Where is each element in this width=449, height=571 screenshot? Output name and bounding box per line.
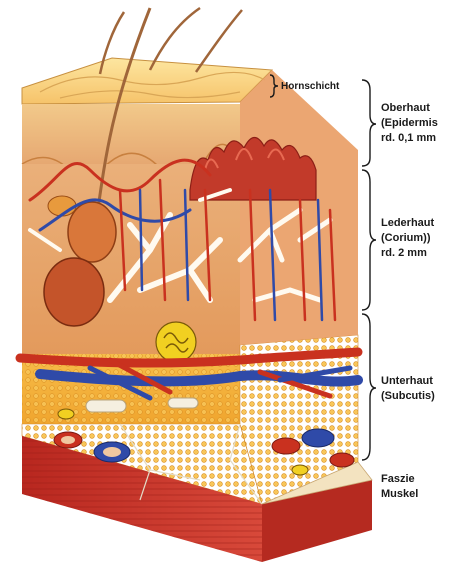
skin-surface-top bbox=[22, 58, 272, 104]
label-lederhaut-line-3: rd. 2 mm bbox=[381, 246, 434, 261]
hair-3 bbox=[196, 10, 242, 72]
label-unterhaut-line-1: Unterhaut bbox=[381, 374, 435, 389]
label-unterhaut-line-2: (Subcutis) bbox=[381, 389, 435, 404]
label-faszie: Faszie bbox=[381, 472, 418, 487]
label-oberhaut-line-2: (Epidermis bbox=[381, 116, 438, 131]
sweat-gland bbox=[156, 322, 196, 362]
label-oberhaut: Oberhaut (Epidermis rd. 0,1 mm bbox=[381, 101, 438, 146]
label-lederhaut-line-1: Lederhaut bbox=[381, 216, 434, 231]
label-lederhaut: Lederhaut (Corium)) rd. 2 mm bbox=[381, 216, 434, 261]
bracket-oberhaut bbox=[362, 80, 376, 166]
hair-follicle bbox=[68, 202, 116, 262]
hair-bulb bbox=[44, 258, 104, 326]
corium-right-face bbox=[240, 70, 358, 345]
bracket-lederhaut bbox=[362, 170, 376, 310]
bracket-unterhaut bbox=[362, 314, 376, 460]
label-lederhaut-line-2: (Corium)) bbox=[381, 231, 434, 246]
label-oberhaut-line-1: Oberhaut bbox=[381, 101, 438, 116]
label-oberhaut-line-3: rd. 0,1 mm bbox=[381, 131, 438, 146]
label-muskel: Muskel bbox=[381, 487, 418, 502]
label-unterhaut: Unterhaut (Subcutis) bbox=[381, 374, 435, 404]
hair-2 bbox=[150, 8, 200, 70]
label-hornschicht: Hornschicht bbox=[281, 80, 339, 93]
label-faszie-muskel: Faszie Muskel bbox=[381, 472, 418, 502]
